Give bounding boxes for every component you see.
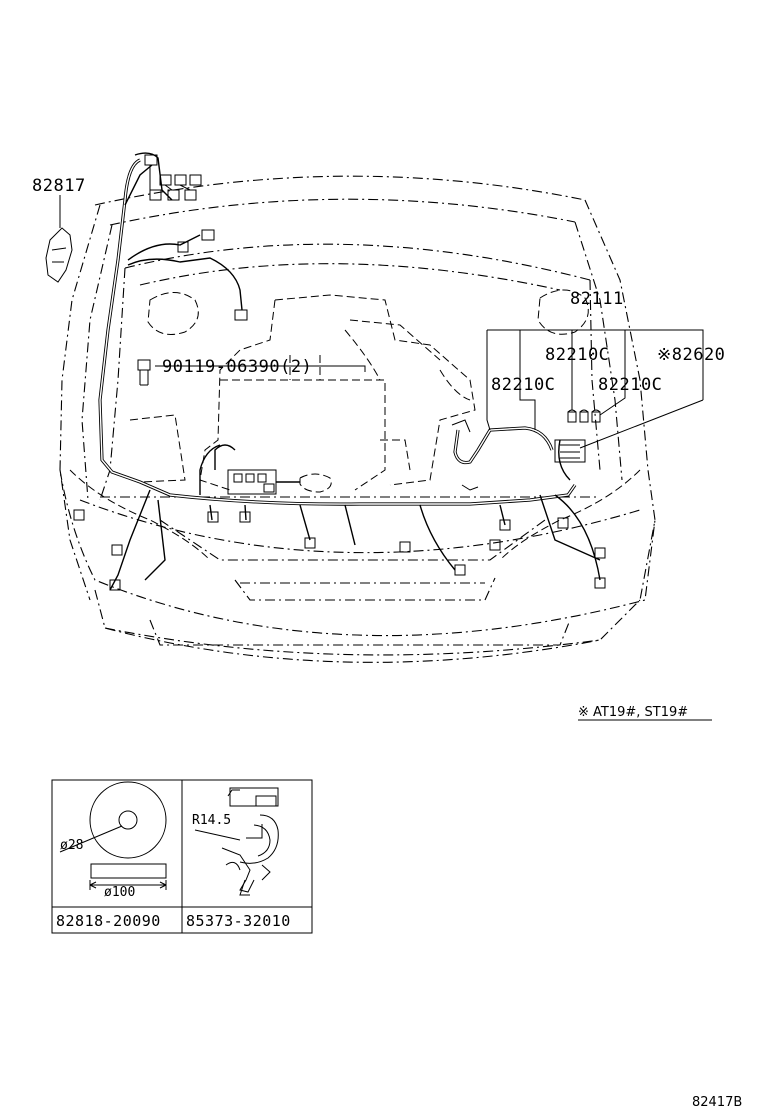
relay-block bbox=[227, 469, 300, 495]
dim-outer-diameter: ø100 bbox=[104, 885, 135, 900]
dim-radius: R14.5 bbox=[192, 813, 231, 828]
label-82210c-left: 82210C bbox=[491, 375, 555, 395]
car-body-outline bbox=[59, 175, 656, 663]
connector-group-right bbox=[554, 409, 601, 463]
pad-drawing bbox=[59, 781, 167, 890]
wiring-harness bbox=[73, 152, 606, 591]
figure-code: 82417B bbox=[692, 1095, 742, 1110]
applicability-note: ※ AT19#, ST19# bbox=[578, 705, 688, 720]
inset-part-no-left: 82818-20090 bbox=[56, 912, 161, 930]
label-82817: 82817 bbox=[32, 176, 86, 196]
label-bolt: 90119-06390(2) bbox=[162, 357, 312, 377]
inset-panel: ø28 ø100 R14.5 82818-20090 85373-32010 bbox=[51, 779, 313, 934]
engine-outline bbox=[129, 294, 476, 493]
connector-cluster-top bbox=[134, 152, 202, 201]
clip-drawing bbox=[194, 787, 279, 896]
label-82210c-right: 82210C bbox=[598, 375, 662, 395]
inset-part-no-right: 85373-32010 bbox=[186, 912, 291, 930]
leader-lines bbox=[486, 329, 704, 449]
label-82210c-top: 82210C bbox=[545, 345, 609, 365]
label-82620: ※82620 bbox=[657, 345, 725, 365]
pad-part-82817 bbox=[45, 195, 73, 283]
bolt-part bbox=[137, 359, 366, 386]
label-82111: 82111 bbox=[570, 289, 624, 309]
dim-inner-diameter: ø28 bbox=[60, 838, 83, 853]
